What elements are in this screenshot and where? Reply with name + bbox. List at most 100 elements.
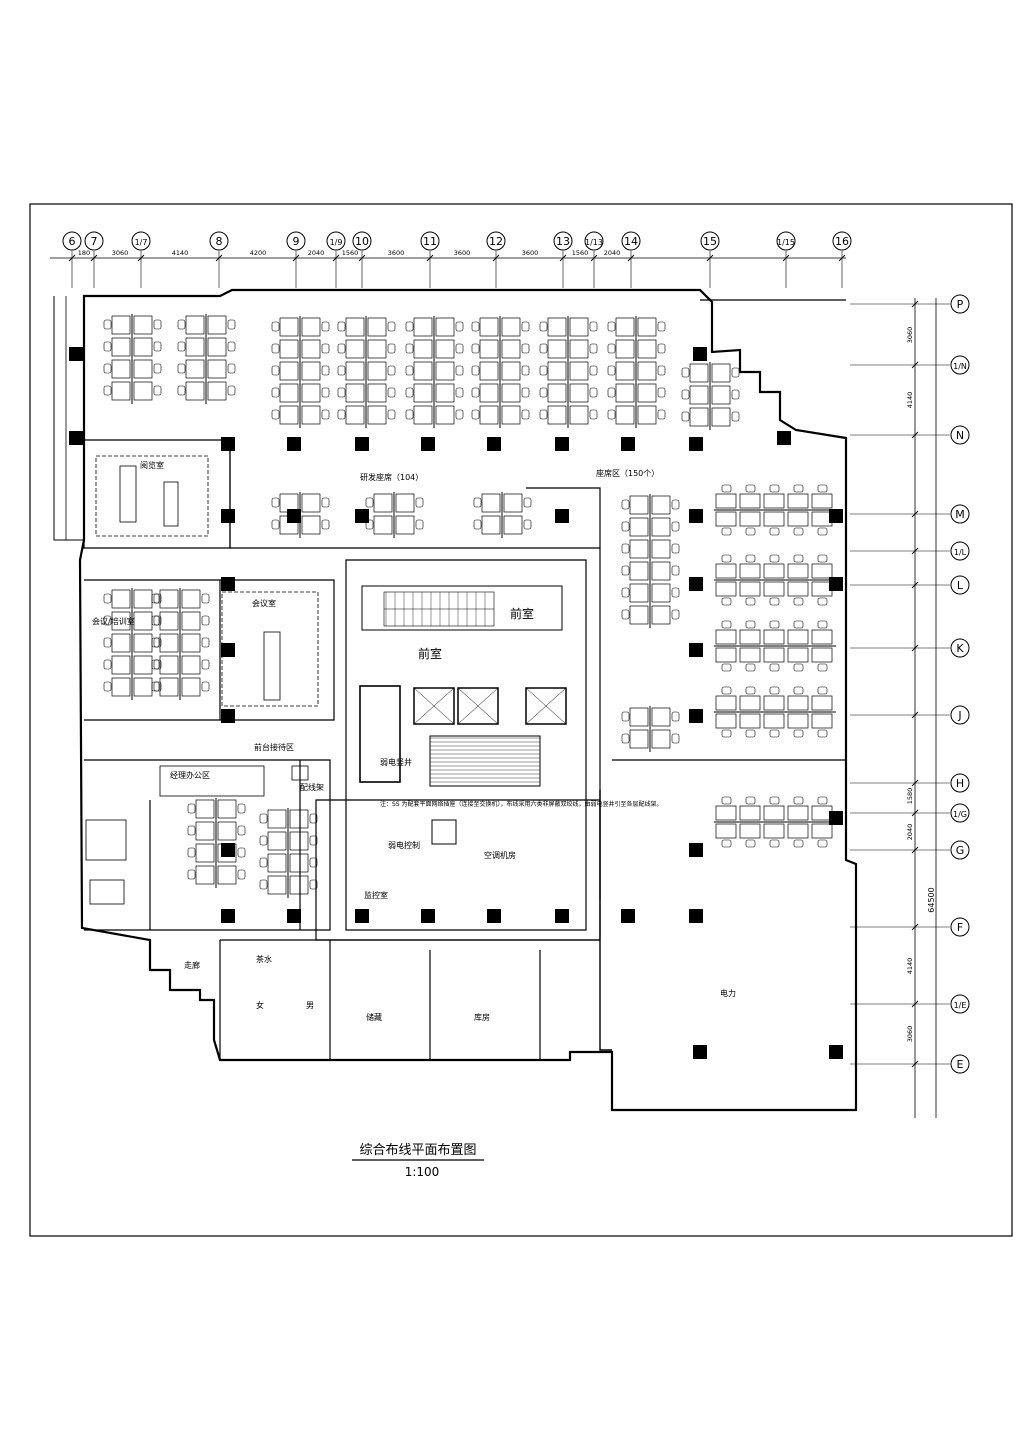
- column: [829, 577, 843, 591]
- top-axis-label: 10: [355, 235, 369, 248]
- top-dimension-value: 180: [78, 249, 90, 257]
- room-ac: 空调机房: [484, 850, 516, 860]
- top-axis-3: 8: [209, 231, 229, 251]
- room-washroom-f: 女: [256, 1000, 264, 1010]
- column: [221, 843, 235, 857]
- right-dimension-value: 4140: [906, 958, 914, 975]
- room-control: 弱电控制: [388, 840, 420, 850]
- column: [221, 709, 235, 723]
- top-axis-2: 1/7: [131, 231, 151, 251]
- workstation-cluster: [365, 492, 424, 538]
- column: [221, 643, 235, 657]
- column: [287, 909, 301, 923]
- total-dimension: 64500: [927, 887, 936, 912]
- column: [829, 811, 843, 825]
- top-axis-label: 14: [624, 235, 638, 248]
- right-axis-label: L: [957, 579, 964, 592]
- workstation-cluster: [473, 492, 532, 538]
- right-axis-0: P: [950, 294, 970, 314]
- right-axis-4: 1/L: [950, 541, 970, 561]
- right-axis-label: P: [957, 298, 964, 311]
- workstation-cluster: [103, 314, 162, 404]
- workstation-cluster: [714, 484, 836, 536]
- top-axis-label: 16: [835, 235, 849, 248]
- workstation-cluster: [714, 686, 836, 738]
- workstation-cluster: [607, 316, 666, 428]
- room-front-1: 前室: [418, 646, 442, 661]
- room-power: 电力: [720, 988, 736, 998]
- right-axis-label: 1/L: [954, 548, 967, 557]
- workstation-cluster: [337, 316, 396, 428]
- column: [555, 437, 569, 451]
- drawing-title: 综合布线平面布置图: [359, 1143, 476, 1158]
- workstation-cluster: [177, 314, 236, 404]
- column: [555, 509, 569, 523]
- column: [689, 577, 703, 591]
- column: [221, 437, 235, 451]
- column: [221, 509, 235, 523]
- top-axis-label: 1/15: [777, 238, 795, 247]
- column: [487, 437, 501, 451]
- column: [689, 709, 703, 723]
- top-axis-13: 1/15: [776, 231, 796, 251]
- structural-columns: [69, 347, 843, 1059]
- top-dimension-value: 1560: [342, 249, 359, 257]
- column: [689, 509, 703, 523]
- room-open-office-104: 研发座席（104）: [360, 472, 423, 482]
- partition-walls: [83, 299, 846, 1060]
- column: [487, 909, 501, 923]
- top-axis-label: 8: [216, 235, 223, 248]
- top-dimension-value: 1560: [572, 249, 589, 257]
- column: [621, 437, 635, 451]
- room-manager: 经理办公区: [170, 770, 210, 780]
- workstation-cluster: [621, 706, 680, 752]
- workstation-cluster: [681, 362, 740, 430]
- top-dimension-value: 2040: [308, 249, 325, 257]
- top-axis-label: 12: [489, 235, 503, 248]
- top-axis-9: 13: [553, 231, 573, 251]
- right-axis-6: K: [950, 638, 970, 658]
- top-axis-label: 15: [703, 235, 717, 248]
- top-axis-11: 14: [621, 231, 641, 251]
- right-axis-10: G: [950, 840, 970, 860]
- top-axis-5: 1/9: [326, 231, 346, 251]
- column: [221, 909, 235, 923]
- column: [555, 909, 569, 923]
- top-axis-label: 7: [91, 235, 98, 248]
- workstation-cluster: [714, 554, 836, 606]
- top-dimension-value: 3600: [454, 249, 471, 257]
- room-reading: 阅览室: [140, 460, 164, 470]
- room-open-office-150: 座席区（150个）: [596, 468, 659, 478]
- top-axis-10: 1/13: [584, 231, 604, 251]
- core: [359, 585, 567, 845]
- wiring-note: 注：SS 为配套平面网络插座（连接至交换机），布线采用六类非屏蔽双绞线，由弱电竖…: [380, 800, 663, 808]
- column: [621, 909, 635, 923]
- room-monitoring: 监控室: [364, 890, 388, 900]
- top-dimension-value: 4200: [250, 249, 267, 257]
- top-dimension-value: 2040: [604, 249, 621, 257]
- right-axis-label: N: [956, 429, 964, 442]
- column: [69, 347, 83, 361]
- column: [421, 909, 435, 923]
- elevator-3: [525, 687, 567, 725]
- top-axis-label: 13: [556, 235, 570, 248]
- room-store-1: 储藏: [366, 1012, 382, 1022]
- drawing-scale: 1:100: [405, 1165, 440, 1179]
- column: [689, 843, 703, 857]
- room-corridor: 走廊: [184, 960, 200, 970]
- room-washroom-m: 男: [306, 1001, 314, 1010]
- column: [693, 347, 707, 361]
- top-axis-6: 10: [352, 231, 372, 251]
- drawing-frame: [29, 203, 1013, 1237]
- column: [693, 1045, 707, 1059]
- right-axis-13: E: [950, 1054, 970, 1074]
- column: [287, 509, 301, 523]
- building-outline: [78, 288, 858, 1112]
- top-axis-8: 12: [486, 231, 506, 251]
- top-axis-label: 9: [293, 235, 300, 248]
- right-axis-3: M: [950, 504, 970, 524]
- right-dimension-value: 3060: [906, 327, 914, 344]
